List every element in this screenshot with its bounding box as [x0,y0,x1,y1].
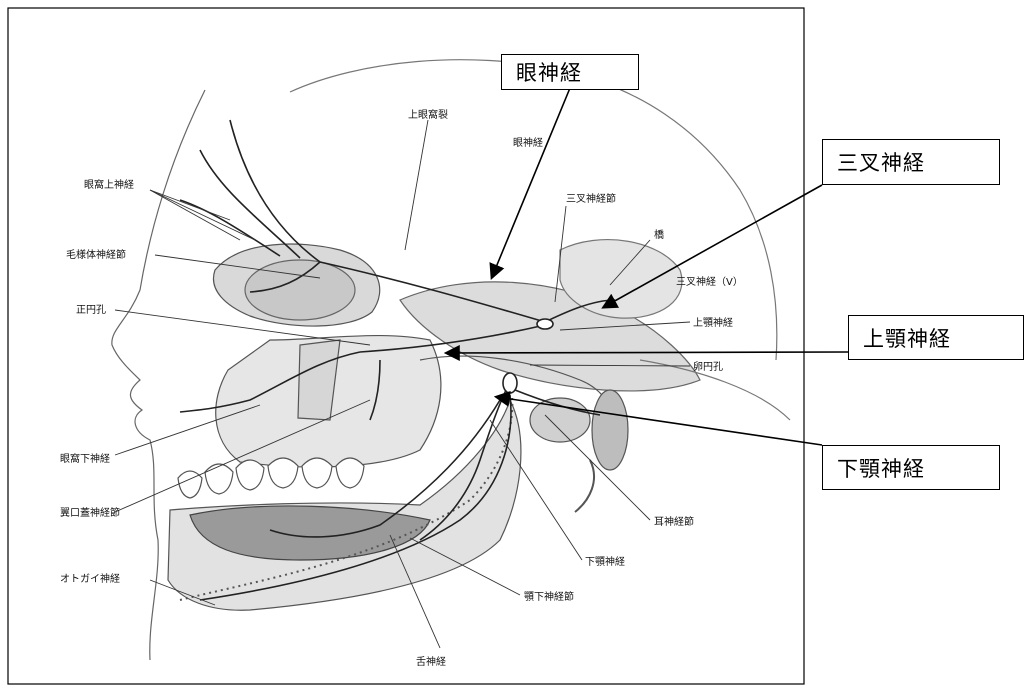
label-otic-ganglion: 耳神経節 [654,515,694,528]
otic-ganglion-mark [503,373,517,393]
label-pterygopalatine-ganglion: 翼口蓋神経節 [60,506,120,519]
label-foramen-ovale: 卵円孔 [693,361,723,373]
label-superior-orbital-fissure: 上眼窩裂 [408,108,448,121]
label-supraorbital-nerve: 眼窩上神経 [84,178,134,191]
label-foramen-rotundum: 正円孔 [76,304,106,316]
label-pons: 橋 [654,228,664,241]
label-mental-nerve: オトガイ神経 [60,572,120,585]
label-maxillary-nerve: 上顎神経 [693,316,733,329]
label-ciliary-ganglion: 毛様体神経節 [66,248,126,261]
callout-trigeminal-nerve: 三叉神経 [822,139,1000,185]
label-trigeminal-ganglion: 三叉神経節 [566,192,616,205]
label-ophthalmic-nerve: 眼神経 [513,136,543,149]
label-submandibular-ganglion: 顎下神経節 [524,590,574,603]
label-trigeminal-nerve-v: 三叉神経（Ⅴ） [676,275,743,288]
callout-mandibular-nerve: 下顎神経 [822,445,1000,490]
mastoid-process [592,390,628,470]
label-mandibular-nerve: 下顎神経 [585,555,625,568]
callout-ophthalmic-nerve: 眼神経 [501,54,639,90]
label-infraorbital-nerve: 眼窩下神経 [60,452,110,465]
trigeminal-ganglion-mark [537,319,553,329]
callout-maxillary-nerve: 上顎神経 [848,315,1024,360]
label-lingual-nerve: 舌神経 [416,655,446,668]
arrow-maxillary [447,352,848,353]
mandibular-condyle [530,398,590,442]
